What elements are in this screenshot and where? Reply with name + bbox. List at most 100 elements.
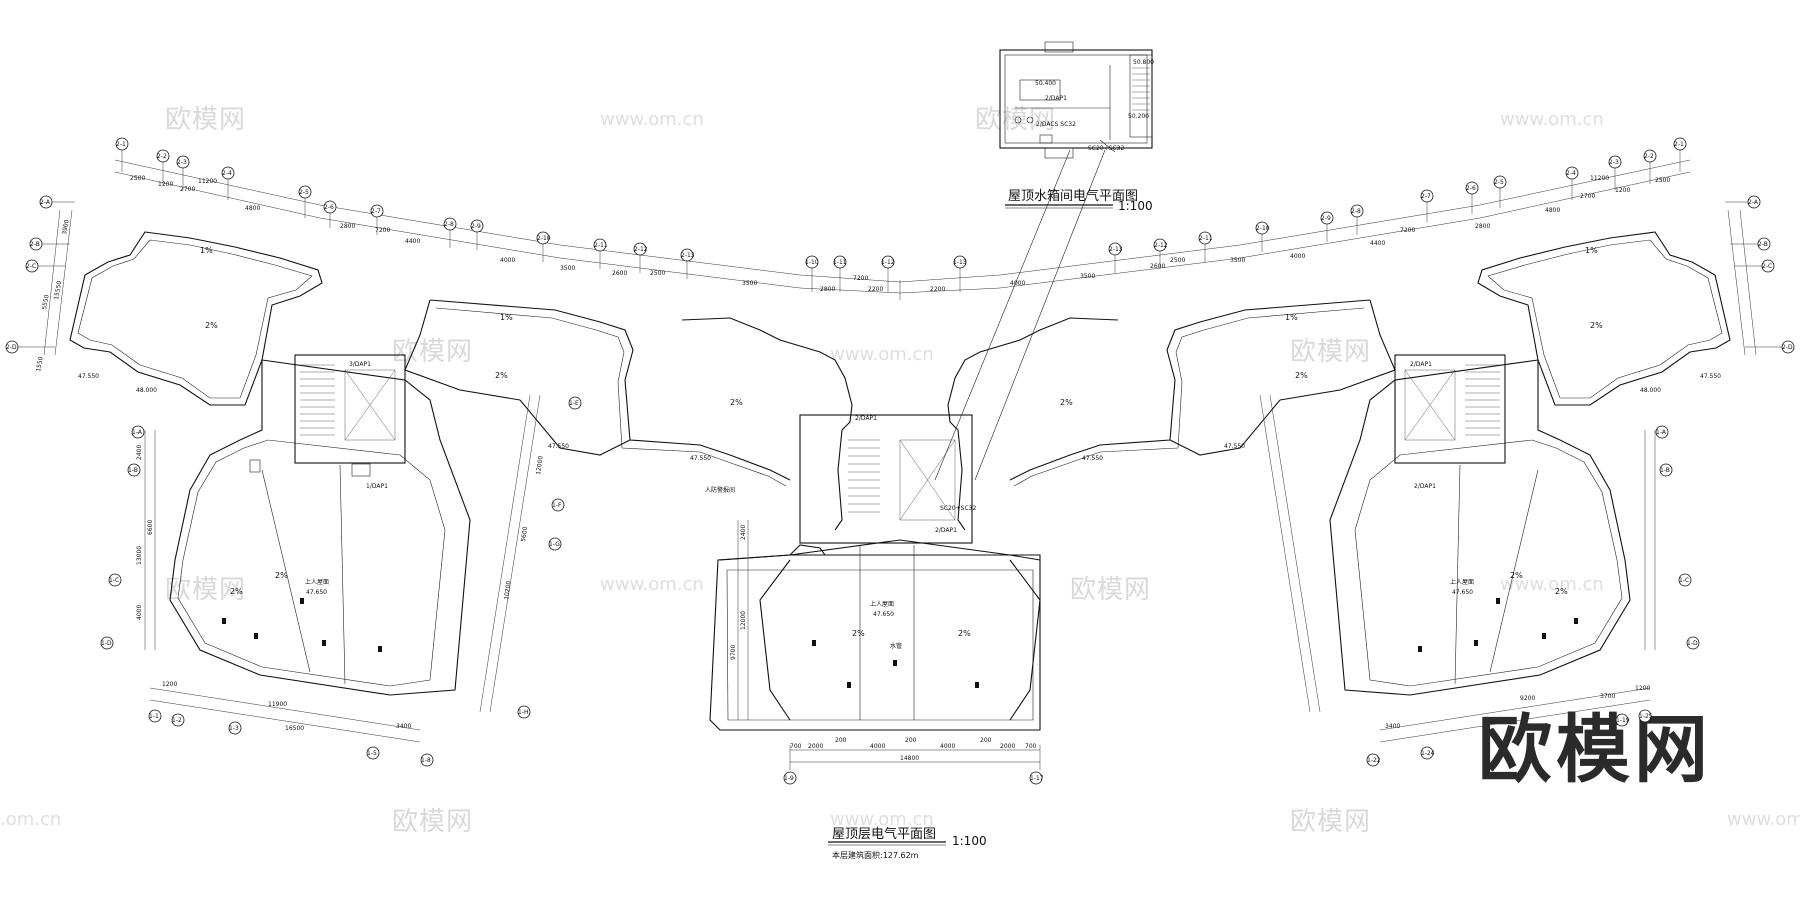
grid-axis-label: 1-A — [1656, 429, 1667, 436]
grid-axis-bubble — [1198, 231, 1212, 245]
slope-label: 2% — [275, 571, 288, 580]
dimension-labels-top-center: 7200 2800 2200 2200 — [820, 275, 945, 293]
grid-axis-bubble — [1757, 237, 1771, 251]
center-roof-right-edge — [947, 317, 1119, 531]
grid-axis-label: 1-8 — [421, 757, 431, 764]
center-bottom-dimensions: 700 2000 200 4000 200 4000 200 2000 700 … — [730, 520, 1044, 785]
grid-axis-bubble — [1493, 175, 1507, 189]
dim-label: 2200 — [930, 286, 945, 293]
dim-label: 7200 — [853, 275, 868, 282]
room-label: 人防警报间 — [705, 486, 735, 494]
grid-axis-label: 1-9 — [784, 775, 794, 782]
elevation-label: 47.550 — [1700, 373, 1721, 380]
dim-label: 16500 — [285, 725, 304, 732]
dim-label: 1200 — [1615, 187, 1630, 194]
dim-label: 2700 — [180, 186, 195, 193]
dim-label: 2800 — [820, 286, 835, 293]
grid-axis-bubble — [1420, 746, 1434, 760]
grid-axis-bubble — [1608, 155, 1622, 169]
slope-label: 1% — [1585, 246, 1598, 255]
right-wing-labels: 2% 2% 2% 1% 1% 2% 2% 上人屋面 47.650 47.550 … — [1060, 246, 1721, 767]
panel-label: 2/DAP1 — [855, 415, 877, 422]
grid-axis-label: 1-10 — [805, 259, 819, 266]
grid-axis-bubble — [176, 155, 190, 169]
grid-axis-label: 2-D — [1782, 344, 1793, 351]
grid-axis-bubble — [568, 396, 582, 410]
dim-label: 4400 — [1370, 240, 1385, 247]
grid-axis-bubble — [29, 237, 43, 251]
elevation-label: 47.650 — [873, 611, 894, 618]
grid-axis-bubble — [171, 713, 185, 727]
grid-axis-bubble — [551, 498, 565, 512]
dim-label: 200 — [905, 737, 917, 744]
grid-axis-bubble — [228, 721, 242, 735]
dim-label: 13000 — [136, 546, 143, 565]
panel-label: 2/DAP1 — [935, 527, 957, 534]
dim-label: 2600 — [612, 270, 627, 277]
watermark-logo: 欧模网 — [975, 105, 1056, 135]
dim-label: 1550 — [35, 356, 45, 372]
dim-label: 7200 — [375, 227, 390, 234]
dim-label: 10200 — [503, 580, 513, 600]
inset-scale: 1:100 — [1118, 199, 1153, 213]
dim-label: 4000 — [1290, 253, 1305, 260]
watermark-url-partial: .om.cn — [0, 809, 61, 830]
grid-axis-bubble — [1465, 181, 1479, 195]
grid-axis-bubble — [156, 149, 170, 163]
watermark-url: www.om.cn — [830, 809, 934, 830]
dim-label: 9700 — [730, 645, 737, 660]
grid-axis-bubble — [470, 219, 484, 233]
grid-axis-label: 2-6 — [1466, 185, 1476, 192]
grid-axis-label: 2-7 — [371, 208, 381, 215]
grid-axis-bubble — [1655, 425, 1669, 439]
dim-label: 3500 — [1080, 273, 1095, 280]
grid-axis-label: 2-7 — [1421, 193, 1431, 200]
grid-axis-bubble — [1686, 636, 1700, 650]
watermark-logo: 欧模网 — [392, 337, 473, 367]
grid-axes-top-center: 1-10 1-11 1-12 1-13 — [805, 255, 967, 292]
dim-label: 14800 — [900, 755, 919, 762]
grid-axis-bubble — [1638, 709, 1652, 723]
dim-label: 11900 — [268, 701, 287, 708]
grid-axis-label: 2-5 — [299, 189, 309, 196]
grid-axis-label: 2-4 — [1566, 170, 1576, 177]
grid-axis-label: 2-2 — [157, 153, 167, 160]
grid-axis-label: 1-12 — [881, 259, 895, 266]
watermark-url: www.om.cn — [1500, 574, 1604, 595]
grid-axis-bubble — [148, 709, 162, 723]
grid-axis-bubble — [131, 425, 145, 439]
dim-label: 2000 — [808, 743, 823, 750]
grid-axis-bubble — [39, 195, 53, 209]
grid-axis-bubble — [25, 259, 39, 273]
grid-axis-label: 1-3 — [229, 725, 239, 732]
slope-label: 2% — [852, 629, 865, 638]
grid-axis-label: 2-13 — [681, 252, 695, 259]
dim-label: 2200 — [868, 286, 883, 293]
elevation-label: 47.550 — [1224, 443, 1245, 450]
grid-axis-label: 2-C — [1762, 263, 1772, 270]
grid-axis-label: 1-F — [552, 502, 562, 509]
grid-axes-side-left: 2-A 2-B 2-C 2-D 3900 15550 5550 1550 — [5, 195, 75, 372]
dim-label: 2500 — [1170, 257, 1185, 264]
grid-axis-bubble — [1615, 713, 1629, 727]
slope-label: 2% — [1510, 571, 1523, 580]
elevation-label: 47.550 — [548, 443, 569, 450]
grid-axis-label: 2-9 — [471, 223, 481, 230]
dim-label: 5550 — [41, 294, 51, 310]
dim-label: 12000 — [535, 455, 545, 475]
grid-axis-label: 1-13 — [953, 259, 967, 266]
grid-axis-label: 1-B — [1660, 467, 1670, 474]
dim-label: 2500 — [650, 270, 665, 277]
slope-label: 1% — [200, 246, 213, 255]
dim-label: 11200 — [198, 178, 217, 185]
dim-label: 12000 — [740, 611, 747, 630]
grid-axis-label: 1-D — [101, 640, 112, 647]
main-title: 屋顶层电气平面图 — [832, 826, 936, 842]
dim-label: 2400 — [136, 445, 143, 460]
panel-label: 2/DAP1 — [1414, 483, 1436, 490]
dim-label: 1200 — [1635, 685, 1650, 692]
grid-axis-bubble — [221, 166, 235, 180]
grid-axis-bubble — [298, 185, 312, 199]
grid-axis-bubble — [1659, 463, 1673, 477]
grid-axis-bubble — [1255, 221, 1269, 235]
